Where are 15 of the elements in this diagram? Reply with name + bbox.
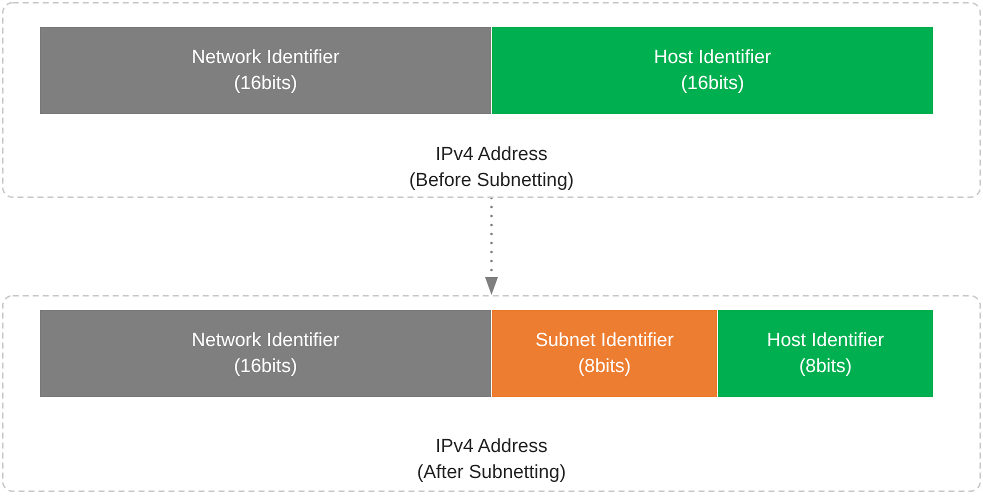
segment-block <box>492 27 933 114</box>
segment-label: Host Identifier (8bits) <box>766 328 886 378</box>
segment-label: Host Identifier (16bits) <box>652 46 772 96</box>
panel-caption: IPv4 Address (Before Subnetting) <box>408 143 575 193</box>
dotted-arrow <box>485 196 498 296</box>
segment-block <box>492 310 717 397</box>
dashed-panel <box>2 2 981 198</box>
segment-label: Network Identifier (16bits) <box>190 328 340 378</box>
segment-block <box>40 310 491 397</box>
dashed-panel <box>2 295 981 492</box>
segment-label: Network Identifier (16bits) <box>190 46 340 96</box>
segment-block <box>40 27 491 114</box>
segment-label: Subnet Identifier (8bits) <box>534 328 675 378</box>
segment-block <box>718 310 933 397</box>
panel-caption: IPv4 Address (After Subnetting) <box>416 435 567 485</box>
